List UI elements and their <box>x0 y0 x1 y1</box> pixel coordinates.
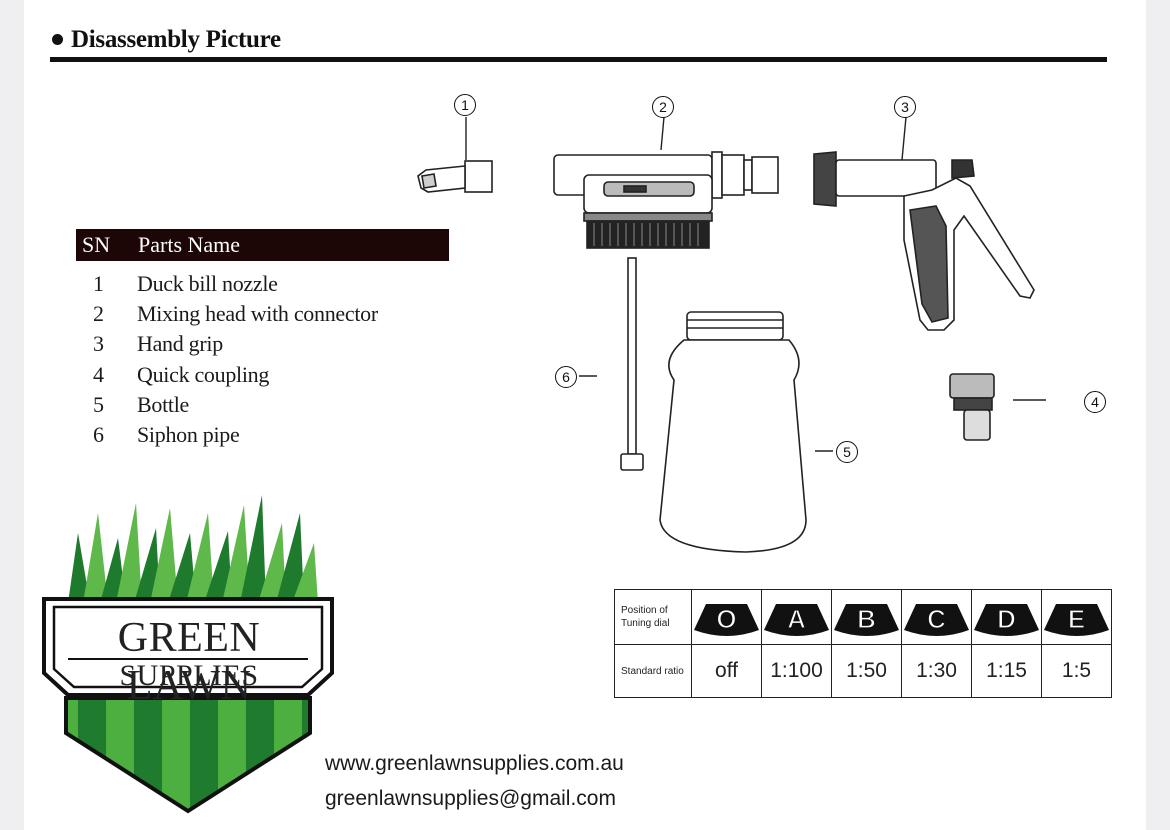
part-name: Hand grip <box>137 331 223 357</box>
part-number: 1 <box>93 271 104 296</box>
green-lawn-logo: GREEN LAWN SUPPLIES <box>38 493 338 818</box>
siphon-pipe-drawing <box>620 257 644 471</box>
part-number: 2 <box>93 301 104 327</box>
section-heading: Disassembly Picture <box>52 26 281 54</box>
quick-coupling-drawing <box>949 373 995 441</box>
part-name: Quick coupling <box>137 361 270 387</box>
dial-shape-icon <box>764 604 829 636</box>
parts-row: 4 Quick coupling <box>76 362 416 392</box>
email-text: greenlawnsupplies@gmail.com <box>325 787 616 810</box>
callout-3: 3 <box>894 96 916 118</box>
part-name: Mixing head with connector <box>137 301 378 327</box>
ratio-value: 1:50 <box>831 644 902 698</box>
parts-row: 3 Hand grip <box>76 331 416 361</box>
dial-shape-icon <box>694 604 759 636</box>
ratio-value: 1:15 <box>971 644 1042 698</box>
heading-rule <box>50 57 1107 62</box>
tuning-dial-table: Position of Tuning dial O A B C D E Stan… <box>614 589 1112 698</box>
duck-bill-nozzle-drawing <box>417 160 493 193</box>
sn-header: SN <box>82 232 111 257</box>
bottle-drawing <box>659 311 807 553</box>
parts-illustration <box>417 116 1046 553</box>
dial-letter: C <box>926 603 946 634</box>
mixing-head-drawing <box>553 151 779 249</box>
ratio-value: off <box>691 644 762 698</box>
bullet-icon <box>52 33 63 45</box>
ratio-value: 1:5 <box>1041 644 1112 698</box>
part-number: 6 <box>93 421 104 447</box>
dial-position-cell: C <box>901 589 972 645</box>
website-text: www.greenlawnsupplies.com.au <box>325 752 624 775</box>
dial-position-cell: A <box>761 589 832 645</box>
dial-position-cell: D <box>971 589 1042 645</box>
callout-1: 1 <box>454 94 476 116</box>
dial-letter: D <box>996 603 1016 634</box>
row-label-ratio: Standard ratio <box>614 644 692 698</box>
dial-position-cell: B <box>831 589 902 645</box>
parts-row: 6 Siphon pipe <box>76 422 416 452</box>
parts-row: 2 Mixing head with connector <box>76 301 416 331</box>
dial-shape-icon <box>974 604 1039 636</box>
parts-row: 1 Duck bill nozzle <box>76 271 416 301</box>
grass-shield-icon <box>42 495 334 814</box>
callout-6: 6 <box>555 366 577 388</box>
part-number: 5 <box>93 391 104 417</box>
parts-table-header: SN Parts Name <box>76 229 449 261</box>
parts-name-header: Parts Name <box>138 232 241 257</box>
callout-5: 5 <box>836 441 858 463</box>
logo-line-2: SUPPLIES <box>119 659 259 692</box>
row-label-position: Position of Tuning dial <box>614 589 692 645</box>
part-name: Duck bill nozzle <box>137 271 278 296</box>
callout-2: 2 <box>652 96 674 118</box>
logo-line-1: GREEN LAWN <box>117 615 261 709</box>
dial-shape-icon <box>1044 604 1109 636</box>
dial-letter: E <box>1067 603 1086 634</box>
dial-position-cell: O <box>691 589 762 645</box>
callout-4: 4 <box>1084 391 1106 413</box>
dial-shape-icon <box>904 604 969 636</box>
dial-position-cell: E <box>1041 589 1112 645</box>
ratio-value: 1:100 <box>761 644 832 698</box>
parts-list: 1 Duck bill nozzle 2 Mixing head with conn… <box>76 271 416 452</box>
hand-grip-drawing <box>813 151 1035 331</box>
parts-row: 5 Bottle <box>76 392 416 422</box>
dial-shape-icon <box>834 604 899 636</box>
heading-text: Disassembly Picture <box>71 26 281 53</box>
part-number: 4 <box>93 361 104 387</box>
ratio-value: 1:30 <box>901 644 972 698</box>
dial-letter: B <box>856 603 876 634</box>
part-number: 3 <box>93 331 104 357</box>
part-name: Siphon pipe <box>137 421 240 447</box>
part-name: Bottle <box>137 391 189 417</box>
dial-letter: A <box>786 603 806 634</box>
dial-letter: O <box>716 603 738 634</box>
